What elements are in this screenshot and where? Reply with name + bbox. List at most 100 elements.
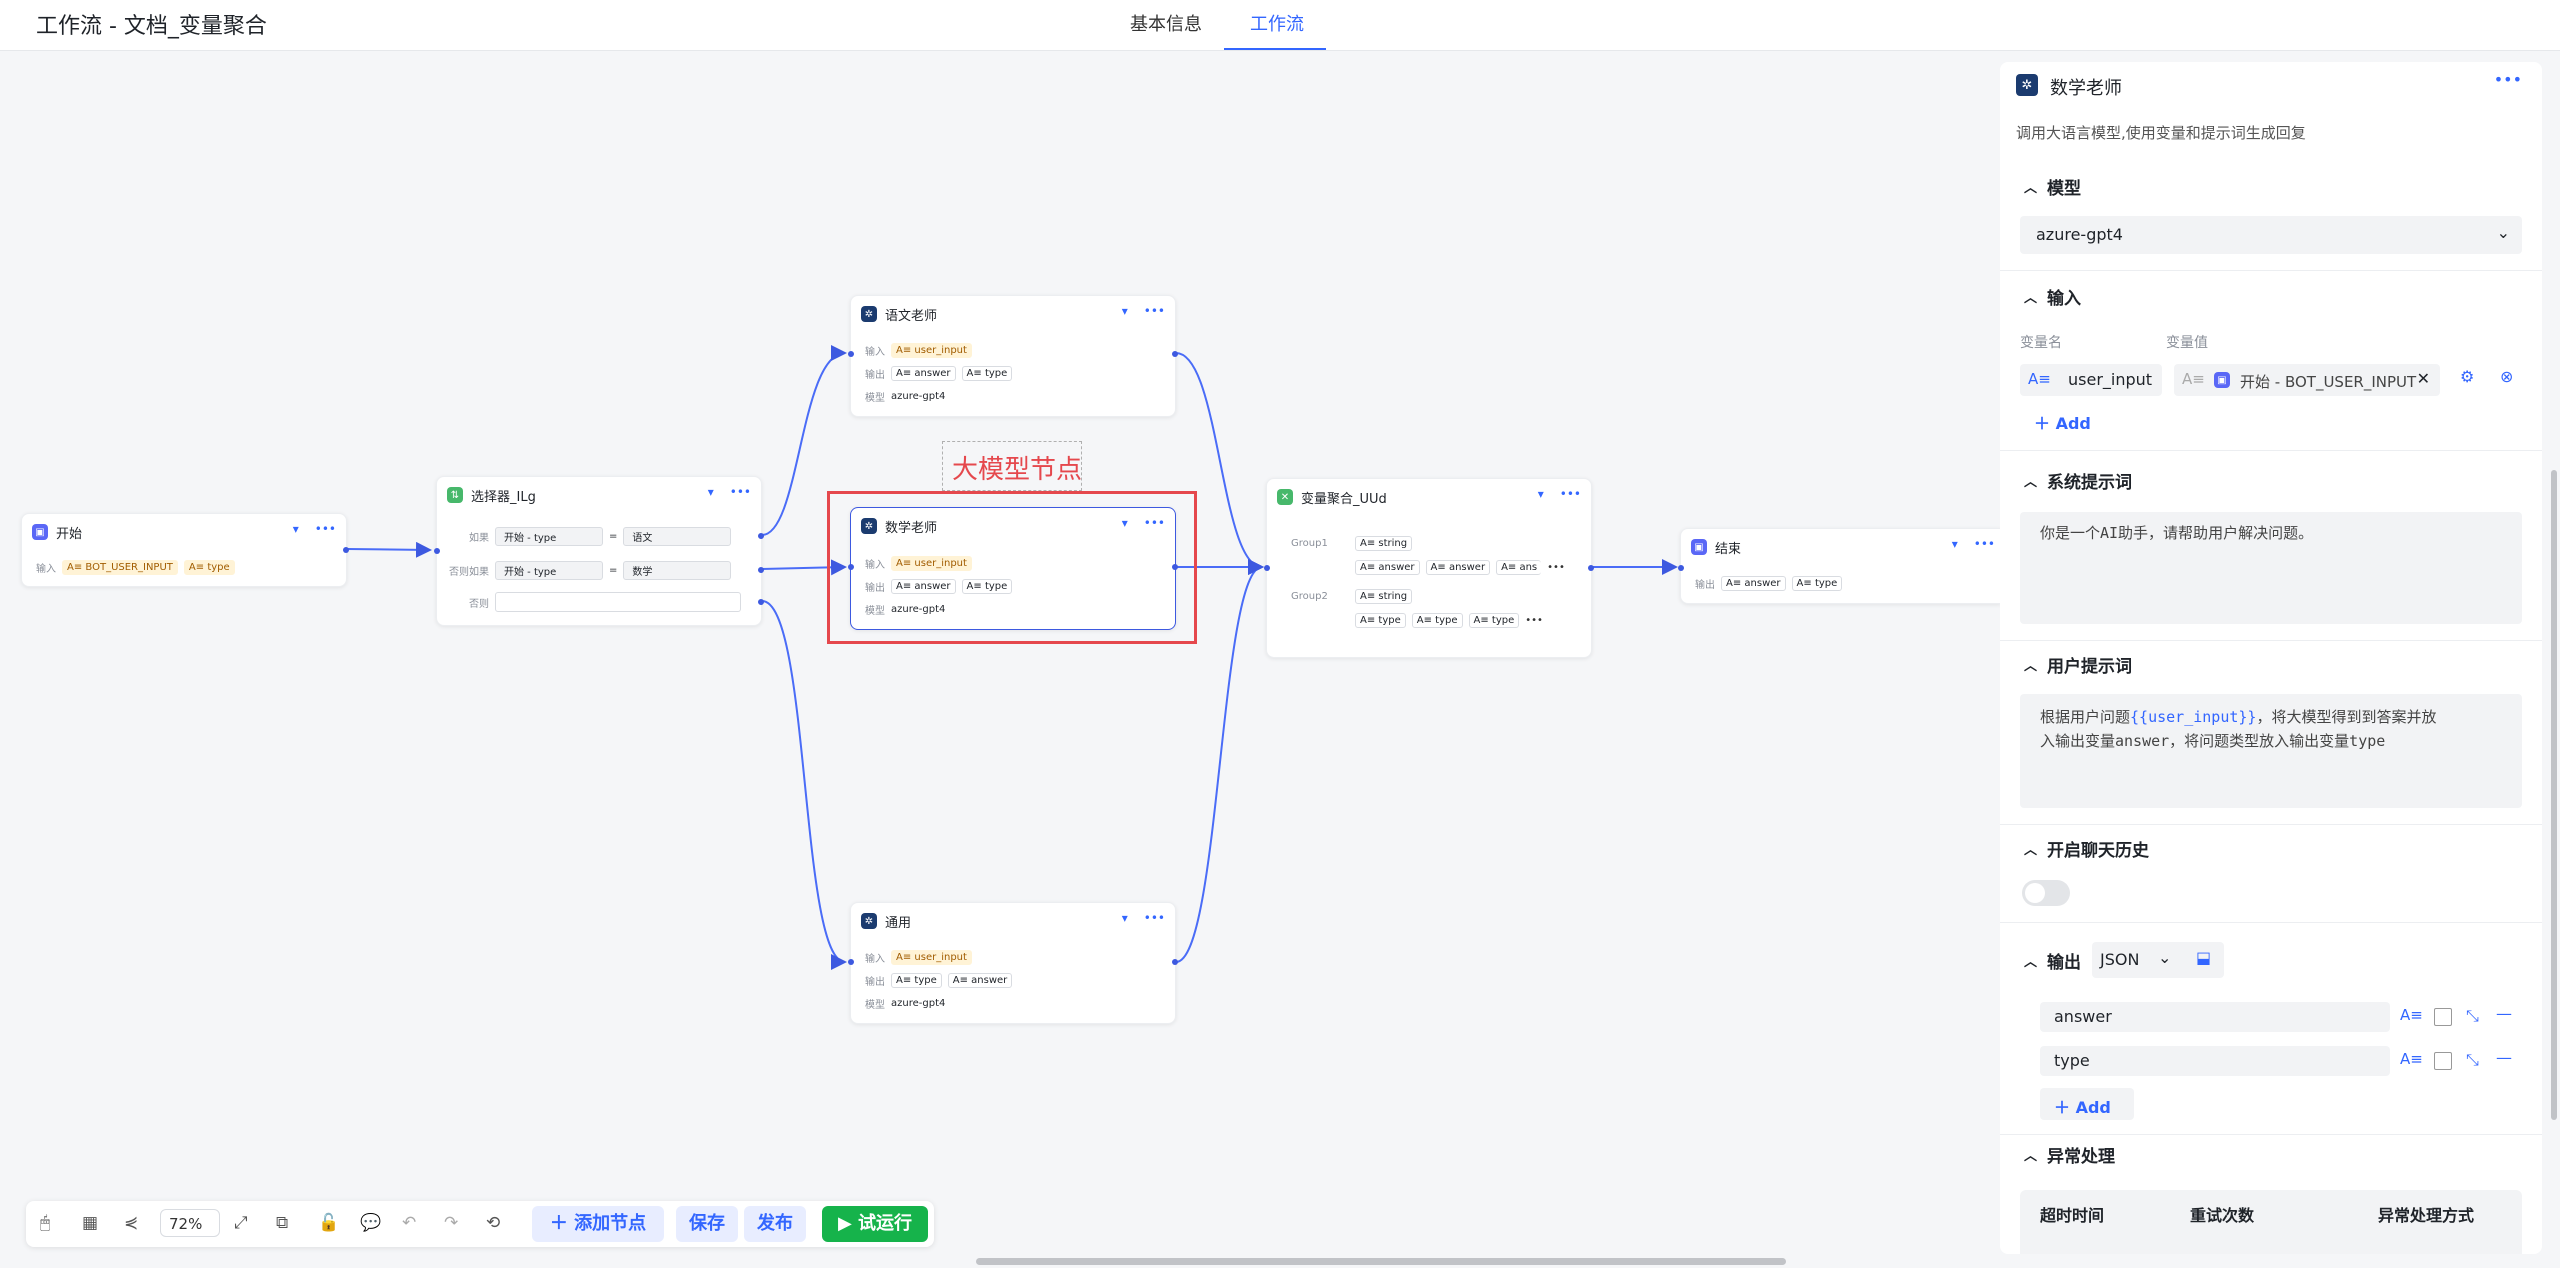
add-node-button[interactable]: ＋ 添加节点 [532, 1206, 664, 1242]
chevron-down-icon[interactable]: ▾ [1121, 516, 1128, 530]
system-prompt-section-header[interactable]: ︿系统提示词 [2024, 473, 2133, 493]
string-type-icon[interactable]: A≡ [2400, 1006, 2423, 1024]
more-icon[interactable]: ••• [1973, 537, 1995, 551]
input-port[interactable] [1678, 565, 1684, 571]
panel-title[interactable]: 数学老师 [2050, 78, 2122, 99]
condition-right[interactable]: 语文 [623, 527, 732, 546]
output-var-field[interactable]: type [2040, 1046, 2390, 1076]
output-section-header[interactable]: ︿输出 [2024, 953, 2082, 973]
output-port[interactable] [1172, 959, 1178, 965]
chevron-down-icon[interactable]: ▾ [707, 485, 714, 499]
output-port[interactable] [1172, 351, 1178, 357]
more-icon[interactable]: ••• [1559, 487, 1581, 501]
auto-layout-icon[interactable]: ⋞ [124, 1213, 139, 1233]
node-start[interactable]: ▣ 开始 ▾ ••• 输入 A≡ BOT_USER_INPUT A≡ type [21, 513, 349, 587]
output-port[interactable] [758, 533, 764, 539]
zoom-level-input[interactable]: 72% [160, 1209, 220, 1237]
minimap-icon[interactable]: ▦ [82, 1213, 99, 1233]
publish-button[interactable]: 发布 [744, 1206, 806, 1242]
input-port[interactable] [848, 564, 854, 570]
node-selector[interactable]: ⇅ 选择器_ILg ▾ ••• 如果 开始 - type = 语文 否则如果 开… [434, 476, 764, 626]
chevron-up-icon: ︿ [2024, 1149, 2038, 1164]
minus-icon[interactable]: — [2496, 1048, 2512, 1067]
test-run-button[interactable]: ▶ 试运行 [822, 1206, 928, 1242]
save-button[interactable]: 保存 [676, 1206, 738, 1242]
model-section-header[interactable]: ︿模型 [2024, 179, 2082, 199]
var-name-field[interactable]: A≡ user_input [2020, 364, 2162, 396]
input-port[interactable] [848, 351, 854, 357]
screenshot-icon[interactable]: ⧉ [276, 1213, 289, 1233]
more-icon[interactable]: ••• [1143, 516, 1165, 530]
clear-icon[interactable]: ✕ [2416, 369, 2430, 388]
edge-start-selector [346, 541, 432, 558]
input-label: 输入 [865, 560, 885, 571]
add-input-button[interactable]: ＋ Add [2034, 414, 2091, 433]
node-title: 数学老师 [885, 520, 938, 536]
var-value-field[interactable]: A≡ ▣ 开始 - BOT_USER_INPUT ✕ [2174, 364, 2440, 396]
more-icon[interactable]: ••• [1525, 615, 1543, 626]
output-var-field[interactable]: answer [2040, 1002, 2390, 1032]
output-checkbox[interactable] [2434, 1008, 2452, 1026]
output-checkbox[interactable] [2434, 1052, 2452, 1070]
chat-history-toggle[interactable] [2022, 880, 2070, 906]
lock-icon[interactable]: 🔓 [318, 1213, 340, 1233]
output-port[interactable] [758, 599, 764, 605]
more-icon[interactable]: ••• [1143, 304, 1165, 318]
system-prompt-input[interactable]: 你是一个AI助手，请帮助用户解决问题。 [2020, 512, 2522, 624]
add-output-button[interactable]: ＋ Add [2040, 1088, 2134, 1120]
minus-icon[interactable]: — [2496, 1004, 2512, 1023]
horizontal-scrollbar[interactable] [976, 1258, 1786, 1265]
chevron-up-icon: ︿ [2024, 181, 2038, 196]
chevron-down-icon[interactable]: ▾ [1121, 911, 1128, 925]
node-end[interactable]: ▣ 结束 ▾ ••• 输出 A≡ answer A≡ type [1678, 528, 2001, 604]
tab-basic-info[interactable]: 基本信息 [1130, 14, 1202, 35]
history-icon[interactable]: ⟲ [486, 1213, 501, 1233]
output-port[interactable] [1588, 565, 1594, 571]
node-variable-aggregator[interactable]: ✕ 变量聚合_UUd ▾ ••• Group1 A≡ string A≡ ans… [1264, 478, 1594, 658]
user-prompt-section-header[interactable]: ︿用户提示词 [2024, 657, 2133, 677]
string-type-icon: A≡ [2182, 370, 2205, 388]
condition-right[interactable]: 数学 [623, 561, 732, 580]
output-port[interactable] [1172, 564, 1178, 570]
undo-icon[interactable]: ↶ [402, 1213, 417, 1233]
tab-workflow[interactable]: 工作流 [1250, 14, 1304, 35]
model-select[interactable]: azure-gpt4 ⌄ [2020, 216, 2522, 254]
redo-icon[interactable]: ↷ [444, 1213, 459, 1233]
output-format-select[interactable]: JSON ⌄ ⬓ [2092, 942, 2224, 978]
fit-view-icon[interactable]: ⤢ [234, 1213, 248, 1233]
input-port[interactable] [1264, 565, 1270, 571]
chevron-down-icon[interactable]: ▾ [1951, 537, 1958, 551]
input-port[interactable] [434, 548, 440, 554]
chevron-down-icon[interactable]: ▾ [1121, 304, 1128, 318]
node-general[interactable]: ✲ 通用 ▾ ••• 输入 A≡ user_input 输出 A≡ type A… [848, 902, 1178, 1024]
remove-icon[interactable]: ⊗ [2500, 367, 2514, 386]
vertical-scrollbar[interactable] [2551, 470, 2557, 1120]
var-chip: A≡ answer [947, 973, 1013, 988]
var-name-value: user_input [2068, 370, 2153, 389]
condition-left[interactable]: 开始 - type [495, 561, 603, 580]
expand-icon[interactable]: ⤡ [2466, 1050, 2479, 1069]
condition-left[interactable]: 开始 - type [495, 527, 603, 546]
input-port[interactable] [848, 959, 854, 965]
string-type-icon[interactable]: A≡ [2400, 1050, 2423, 1068]
input-section-header[interactable]: ︿输入 [2024, 289, 2082, 309]
more-icon[interactable]: ••• [729, 485, 751, 499]
node-chinese-teacher[interactable]: ✲ 语文老师 ▾ ••• 输入 A≡ user_input 输出 A≡ answ… [848, 295, 1178, 417]
gear-icon[interactable]: ⚙ [2460, 367, 2475, 386]
more-icon[interactable]: ••• [2493, 70, 2522, 89]
mouse-icon[interactable]: 🖱 [40, 1213, 51, 1233]
more-icon[interactable]: ••• [1547, 562, 1565, 573]
node-math-teacher[interactable]: ✲ 数学老师 ▾ ••• 输入 A≡ user_input 输出 A≡ answ… [848, 507, 1178, 630]
expand-icon[interactable]: ⤡ [2466, 1006, 2479, 1025]
comment-icon[interactable]: 💬 [360, 1213, 382, 1233]
output-port[interactable] [343, 547, 349, 553]
chevron-down-icon[interactable]: ▾ [292, 522, 299, 536]
more-icon[interactable]: ••• [314, 522, 336, 536]
more-icon[interactable]: ••• [1143, 911, 1165, 925]
output-port[interactable] [758, 567, 764, 573]
chevron-down-icon[interactable]: ▾ [1537, 487, 1544, 501]
exception-section-header[interactable]: ︿异常处理 [2024, 1147, 2116, 1167]
user-prompt-input[interactable]: 根据用户问题{{user_input}}，将大模型得到到答案并放 入输出变量an… [2020, 694, 2522, 808]
import-icon[interactable]: ⬓ [2196, 948, 2212, 967]
chat-history-section-header[interactable]: ︿开启聊天历史 [2024, 841, 2150, 861]
